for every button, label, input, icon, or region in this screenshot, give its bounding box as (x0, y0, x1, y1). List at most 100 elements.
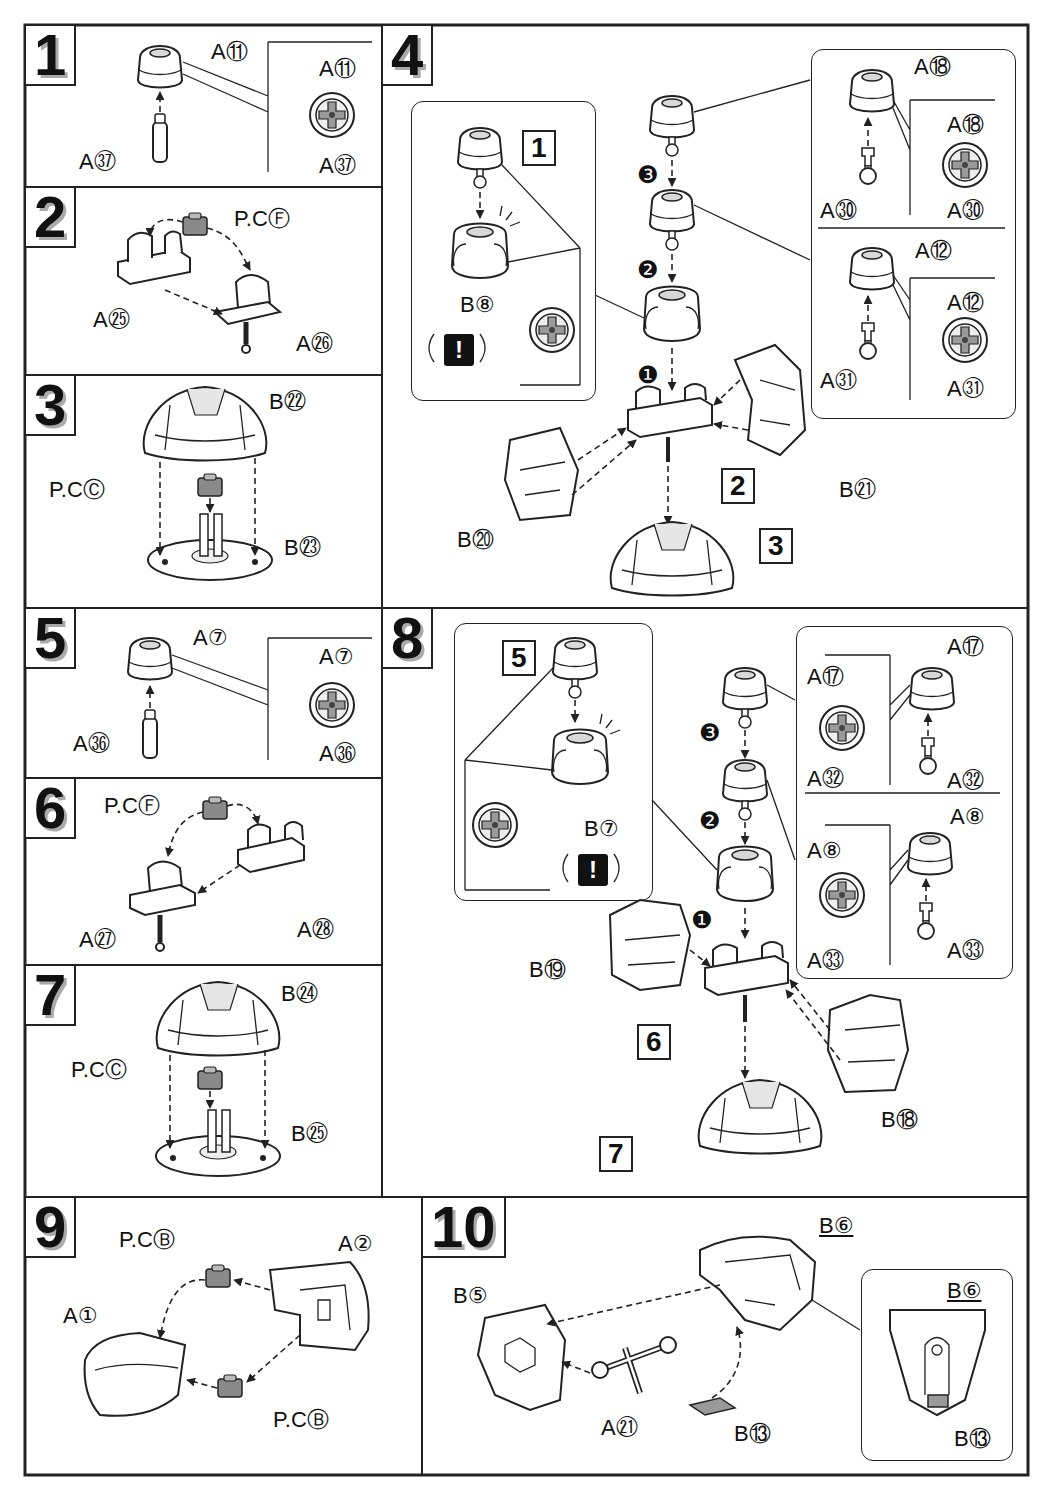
part-callout: B⑳ (457, 527, 494, 553)
step-panel: 3 B㉒ P.CⒸ B㉓ (25, 375, 382, 608)
part-callout: A㊲ (79, 149, 116, 175)
step-panel: 2 P.CⒻ A㉕ A㉖ (25, 187, 382, 375)
order-marker: ❷ (699, 807, 721, 836)
part-callout: A㉚ (947, 198, 984, 224)
step-6-art (130, 797, 304, 951)
part-callout: B㉓ (284, 535, 321, 561)
step-reference: 5 (511, 642, 527, 674)
step-reference-box: 3 (759, 528, 793, 564)
part-callout: B㉒ (269, 389, 306, 415)
part-callout: P.CⒻ (234, 206, 290, 232)
part-callout: B⑥ (819, 1213, 853, 1239)
step-panel: 4❸❷❶B㉑B⑳B⑧!1A⑱A⑱A㉚A㉚A⑫A⑫A㉛A㉛23 (382, 25, 1028, 608)
part-callout: B⑤ (453, 1283, 487, 1309)
step-number: 7 (26, 966, 76, 1026)
detail-inset: A⑱A⑱A㉚A㉚A⑫A⑫A㉛A㉛ (811, 49, 1016, 419)
part-callout: A㉑ (601, 1415, 638, 1441)
step-reference: 1 (531, 132, 547, 164)
step-number: 1 (26, 26, 76, 86)
order-marker: ❸ (637, 161, 659, 190)
part-callout: A⑱ (914, 54, 951, 80)
part-callout: P.CⒻ (104, 793, 160, 819)
part-callout: A⑧ (950, 804, 984, 830)
detail-inset: B⑥ B⑬ (861, 1269, 1013, 1461)
step-9-art (85, 1262, 369, 1416)
part-callout: A⑱ (947, 112, 984, 138)
part-callout: A㉛ (820, 368, 857, 394)
part-callout: A⑫ (915, 238, 952, 264)
caution-mark: ! (578, 854, 608, 886)
step-panel: 9P.CⒷA②A①P.CⒷ (25, 1197, 422, 1475)
part-callout: B㉕ (291, 1121, 328, 1147)
part-callout: A㉛ (947, 376, 984, 402)
part-callout: A⑰ (947, 634, 984, 660)
part-callout: B⑱ (881, 1107, 918, 1133)
step-1-art (138, 42, 372, 172)
order-marker: ❸ (699, 719, 721, 748)
part-callout: A② (338, 1231, 372, 1257)
step-panel: 1A⑪A⑪A㊲A㊲ (25, 25, 382, 187)
order-marker: ❶ (637, 361, 659, 390)
step-reference-box: 1 (522, 130, 556, 166)
step-number: 8 (383, 609, 433, 669)
part-callout: B⑬ (954, 1426, 991, 1452)
part-callout: B⑦ (584, 816, 618, 842)
part-callout: A⑦ (193, 625, 227, 651)
detail-inset: A⑰ A⑰ A㉜ A㉜ A⑧ A⑧ A㉝ A㉝ (796, 626, 1013, 979)
part-callout: A⑰ (807, 664, 844, 690)
part-callout: A⑪ (211, 39, 248, 65)
step-4-art (429, 70, 1005, 596)
part-callout: A㉖ (296, 331, 333, 357)
part-callout: A㊱ (73, 731, 110, 757)
page-frame (25, 25, 1028, 1475)
part-callout: B㉔ (281, 981, 318, 1007)
step-number: 9 (26, 1198, 76, 1258)
part-callout: A㉝ (807, 948, 844, 974)
step-reference: 6 (646, 1026, 662, 1058)
step-reference-box: 2 (721, 468, 755, 504)
part-callout: A㉗ (79, 927, 116, 953)
part-callout: A⑧ (807, 838, 841, 864)
part-callout: A㉕ (93, 307, 130, 333)
step-reference: 3 (768, 530, 784, 562)
part-callout: B⑲ (529, 957, 566, 983)
part-callout: A㉝ (947, 938, 984, 964)
step-number: 4 (383, 26, 433, 86)
part-callout: B⑥ (947, 1278, 981, 1304)
step-3-art (144, 387, 272, 580)
detail-inset: B⑦! 5 (454, 623, 653, 901)
part-callout: B⑧ (460, 292, 494, 318)
step-reference-box: 6 (637, 1024, 671, 1060)
step-panel: 8❸❷❶B⑲B⑱B⑦!5A⑰A⑰A㉜A㉜A⑧A⑧A㉝A㉝67 (382, 608, 1028, 1197)
part-callout: P.CⒷ (273, 1407, 329, 1433)
step-panel: 5A⑦A⑦A㊱A㊱ (25, 608, 382, 778)
part-callout: B⑬ (734, 1421, 771, 1447)
part-callout: A㉚ (820, 198, 857, 224)
part-callout: A㉜ (947, 768, 984, 794)
step-2-art (118, 213, 280, 353)
part-callout: P.CⒷ (119, 1227, 175, 1253)
caution-mark: ! (444, 334, 474, 366)
part-callout: A㊲ (319, 153, 356, 179)
step-number: 2 (26, 188, 76, 248)
step-reference-box: 5 (502, 640, 536, 676)
part-callout: B㉑ (839, 477, 876, 503)
part-callout: A㊱ (319, 741, 356, 767)
step-number: 10 (423, 1198, 506, 1258)
part-callout: P.CⒸ (49, 477, 105, 503)
part-callout: A① (63, 1303, 97, 1329)
step-10-art (478, 1237, 985, 1415)
part-callout: A㉜ (807, 766, 844, 792)
order-marker: ❷ (637, 256, 659, 285)
detail-inset: B⑧! 1 (411, 101, 596, 401)
step-number: 3 (26, 376, 76, 436)
step-8-art (465, 638, 1000, 1154)
step-reference-box: 7 (599, 1136, 633, 1172)
part-callout: A⑪ (319, 56, 356, 82)
step-reference: 2 (730, 470, 746, 502)
part-callout: A⑦ (319, 644, 353, 670)
step-reference: 7 (608, 1138, 624, 1170)
step-panel: 10B⑥B⑤A㉑B⑬B⑥B⑬ (422, 1197, 1028, 1475)
